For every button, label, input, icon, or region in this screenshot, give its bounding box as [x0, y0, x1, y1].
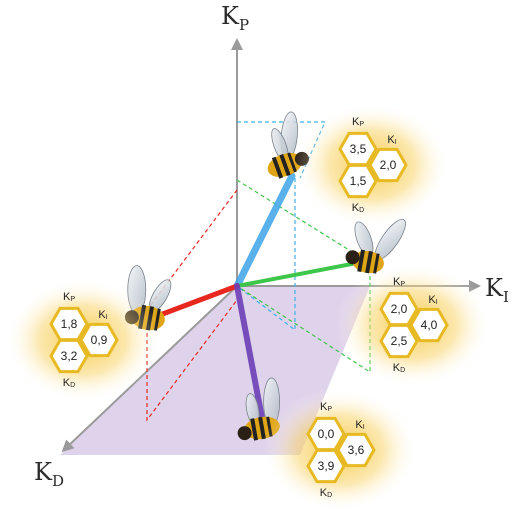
blue-ki-value: 2,0	[380, 158, 397, 172]
blue-kd-label: KD	[352, 202, 364, 214]
red-ki-label: KI	[98, 309, 107, 321]
purple-kp-label: KP	[320, 401, 332, 413]
blue-kd-value: 1,5	[350, 174, 367, 188]
blue-vector	[233, 172, 296, 290]
purple-kd-value: 3,9	[318, 459, 335, 473]
blue-kp-label: KP	[352, 116, 364, 128]
green-kd-value: 2,5	[391, 334, 408, 348]
red-projection	[146, 189, 238, 311]
purple-kd-label: KD	[320, 487, 332, 499]
red-kp-value: 1,8	[61, 317, 78, 331]
green-kd-value-hex	[379, 323, 419, 359]
red-ki-value: 0,9	[91, 333, 108, 347]
red-kd-label: KD	[63, 377, 75, 389]
blue-ki-label: KI	[387, 134, 396, 146]
kd-axis-label: KD	[34, 458, 64, 490]
green-parameter-panel: 2,0 2,5 4,0 KP KI KD	[335, 263, 491, 387]
red-kd-value: 3,2	[61, 349, 78, 363]
green-vector	[235, 260, 364, 288]
purple-ki-value: 3,6	[348, 443, 365, 457]
ki-axis-label: KI	[485, 274, 509, 306]
purple-parameter-panel: 0,0 3,9 3,6 KP KI KD	[262, 388, 418, 512]
red-ki-value-hex	[79, 322, 119, 358]
kp-axis-label: KP	[221, 2, 249, 34]
parameter-panels: 3,51,52,0KPKIKD2,02,54,0KPKIKD1,83,20,9K…	[5, 103, 491, 512]
red-parameter-panel: 1,8 3,2 0,9 KP KI KD	[5, 278, 161, 402]
blue-kd-value-hex	[338, 163, 378, 199]
green-ki-value-hex	[409, 307, 449, 343]
green-kd-label: KD	[393, 362, 405, 374]
purple-kp-value: 0,0	[318, 427, 335, 441]
vectors	[149, 172, 364, 421]
purple-ki-label: KI	[355, 419, 364, 431]
blue-projection-drop	[236, 178, 296, 332]
purple-kd-value-hex	[306, 448, 346, 484]
blue-parameter-panel: 3,5 1,5 2,0 KP KI KD	[294, 103, 450, 227]
green-ki-label: KI	[428, 294, 437, 306]
red-kp-label: KP	[63, 291, 75, 303]
blue-ki-value-hex	[368, 147, 408, 183]
red-vector	[149, 283, 240, 321]
purple-ki-value-hex	[336, 432, 376, 468]
blue-kp-value: 3,5	[350, 142, 367, 156]
green-kp-label: KP	[393, 276, 405, 288]
green-kp-value: 2,0	[391, 302, 408, 316]
red-kd-value-hex	[49, 338, 89, 374]
purple-vector	[234, 283, 265, 421]
green-ki-value: 4,0	[421, 318, 438, 332]
